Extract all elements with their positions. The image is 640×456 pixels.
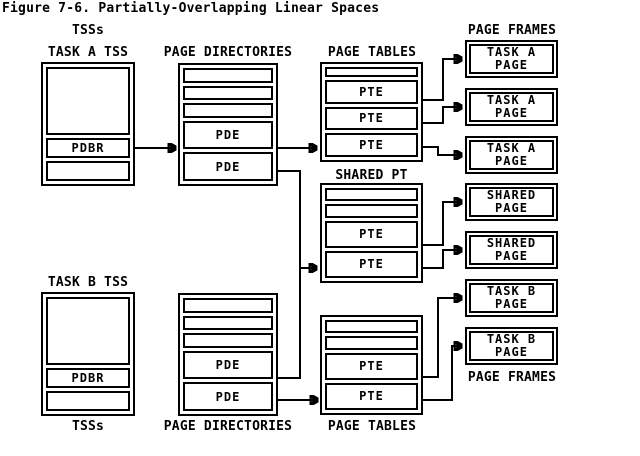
directory-cell xyxy=(183,315,273,331)
pte-cell: PTE xyxy=(325,250,418,278)
frame-inner: TASK A PAGE xyxy=(469,92,554,122)
tss-cell xyxy=(46,297,130,365)
frame-label: PAGE xyxy=(495,345,528,359)
frame-label: TASK A xyxy=(486,141,537,155)
arrow-pte-to-task-a-page-1 xyxy=(423,59,462,101)
directory-cell xyxy=(183,333,273,348)
frame-inner: TASK B PAGE xyxy=(469,283,554,313)
frame-label: PAGE xyxy=(495,201,528,215)
label-page-tables-bottom: PAGE TABLES xyxy=(327,419,417,434)
figure-title: Figure 7-6. Partially-Overlapping Linear… xyxy=(2,1,380,16)
line-dir-a-pde2-dir-b-pde1-shared xyxy=(278,170,301,379)
table-cell xyxy=(325,188,418,202)
label-tsss-top: TSSs xyxy=(71,23,105,38)
label-page-frames-bottom: PAGE FRAMES xyxy=(467,370,557,385)
pde-cell: PDE xyxy=(183,382,273,411)
frame-label: PAGE xyxy=(495,297,528,311)
tss-cell xyxy=(46,67,130,135)
page-table-b-box: PTE PTE xyxy=(320,315,423,415)
arrow-pte-to-shared-page-2 xyxy=(423,250,462,269)
label-tsss-bottom: TSSs xyxy=(71,419,105,434)
directory-cell xyxy=(183,85,273,101)
frame-label: SHARED xyxy=(486,188,537,202)
page-frame-task-a-2: TASK A PAGE xyxy=(465,88,558,126)
page-directory-b-box: PDE PDE xyxy=(178,293,278,416)
pte-cell: PTE xyxy=(325,133,418,157)
label-task-b-tss: TASK B TSS xyxy=(47,275,129,290)
frame-label: TASK A xyxy=(486,45,537,59)
tss-cell xyxy=(46,161,130,181)
frame-label: TASK B xyxy=(486,332,537,346)
label-page-directories-top: PAGE DIRECTORIES xyxy=(163,45,293,60)
pde-cell: PDE xyxy=(183,350,273,380)
directory-cell xyxy=(183,103,273,118)
frame-inner: TASK A PAGE xyxy=(469,140,554,170)
label-page-tables-top: PAGE TABLES xyxy=(327,45,417,60)
frame-label: TASK B xyxy=(486,284,537,298)
pte-cell: PTE xyxy=(325,220,418,248)
frame-label: TASK A xyxy=(486,93,537,107)
arrow-pte-to-task-b-page-2 xyxy=(423,346,462,401)
page-frame-task-b-1: TASK B PAGE xyxy=(465,279,558,317)
arrow-pte-to-task-a-page-2 xyxy=(423,107,462,124)
page-frame-task-b-2: TASK B PAGE xyxy=(465,327,558,365)
directory-cell xyxy=(183,298,273,313)
frame-label: PAGE xyxy=(495,249,528,263)
frame-inner: TASK A PAGE xyxy=(469,44,554,74)
frame-label: PAGE xyxy=(495,58,528,72)
label-page-directories-bottom: PAGE DIRECTORIES xyxy=(163,419,293,434)
frame-inner: TASK B PAGE xyxy=(469,331,554,361)
page-frame-shared-2: SHARED PAGE xyxy=(465,231,558,269)
tss-cell xyxy=(46,391,130,411)
task-b-tss-box: PDBR xyxy=(41,292,135,416)
frame-inner: SHARED PAGE xyxy=(469,235,554,265)
frame-label: SHARED xyxy=(486,236,537,250)
table-cell xyxy=(325,336,418,350)
pte-cell: PTE xyxy=(325,79,418,104)
frame-label: PAGE xyxy=(495,106,528,120)
label-shared-pt: SHARED PT xyxy=(335,168,408,183)
frame-label: PAGE xyxy=(495,154,528,168)
table-cell xyxy=(325,204,418,218)
label-page-frames-top: PAGE FRAMES xyxy=(467,23,557,38)
task-a-tss-box: PDBR xyxy=(41,62,135,186)
page-frame-task-a-3: TASK A PAGE xyxy=(465,136,558,174)
label-task-a-tss: TASK A TSS xyxy=(47,45,129,60)
frame-inner: SHARED PAGE xyxy=(469,187,554,217)
table-cell xyxy=(325,320,418,334)
pde-cell: PDE xyxy=(183,120,273,150)
table-cell xyxy=(325,67,418,77)
pde-cell: PDE xyxy=(183,152,273,181)
page-frame-task-a-1: TASK A PAGE xyxy=(465,40,558,78)
directory-cell xyxy=(183,68,273,83)
pte-cell: PTE xyxy=(325,352,418,380)
pte-cell: PTE xyxy=(325,106,418,131)
pte-cell: PTE xyxy=(325,382,418,410)
page-table-a-box: PTE PTE PTE xyxy=(320,62,423,162)
pdbr-cell: PDBR xyxy=(46,138,130,158)
page-frame-shared-1: SHARED PAGE xyxy=(465,183,558,221)
shared-page-table-box: PTE PTE xyxy=(320,183,423,283)
page-directory-a-box: PDE PDE xyxy=(178,63,278,186)
pdbr-cell: PDBR xyxy=(46,368,130,388)
arrow-pte-to-task-a-page-3 xyxy=(423,146,462,155)
arrow-pte-to-shared-page-1 xyxy=(423,202,462,246)
arrow-pte-to-task-b-page-1 xyxy=(423,298,462,378)
